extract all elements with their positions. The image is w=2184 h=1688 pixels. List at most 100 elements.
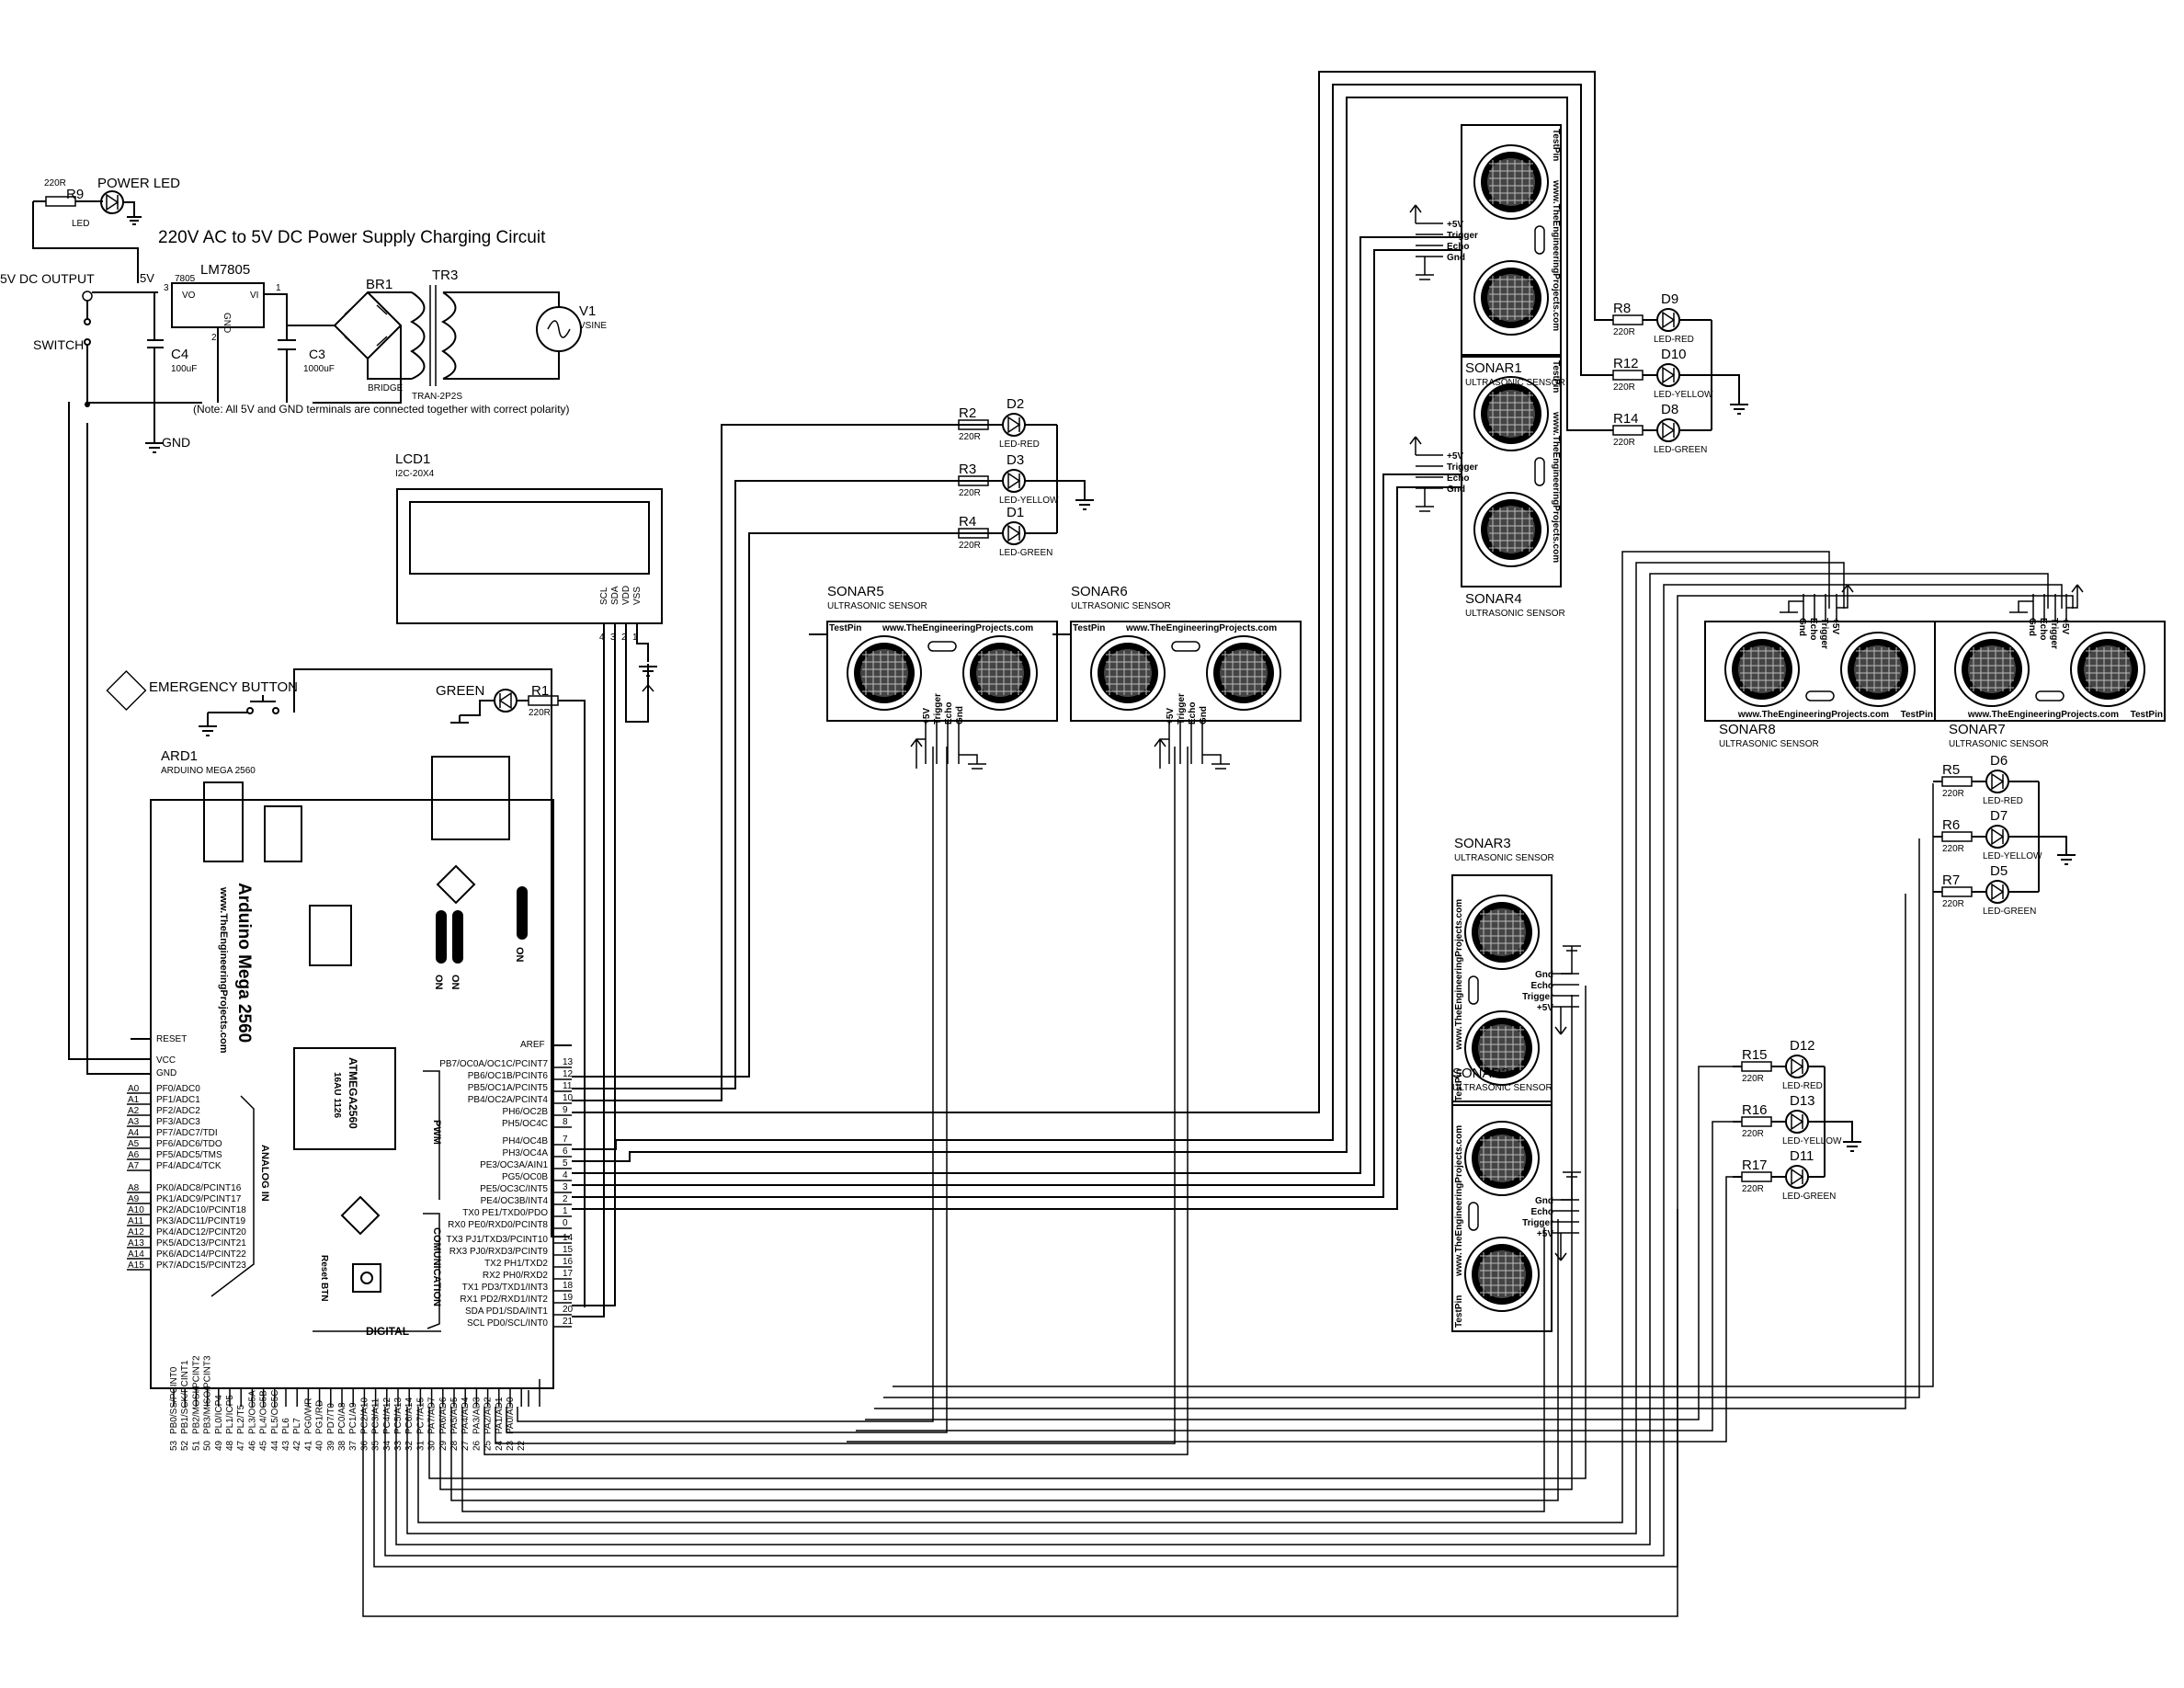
reg-vo: VO [182, 291, 196, 301]
transducer-mesh [1220, 649, 1268, 697]
chip-name: ATMEGA2560 [347, 1057, 359, 1129]
transducer-mesh [1478, 908, 1526, 956]
lcd-num-4: 4 [599, 633, 605, 643]
ground-symbol [450, 715, 469, 724]
led-diode [1785, 1165, 1809, 1189]
lcd-pin-vdd: VDD [621, 586, 631, 605]
sonar-body [1461, 356, 1562, 587]
analog-pin-label: A8 [128, 1183, 140, 1193]
resistor-value: 220R [1942, 789, 1964, 799]
sonar-crystal [1468, 1202, 1479, 1231]
reg-wire [217, 293, 288, 403]
bottom-pin-name: PA4/AD4 [461, 1397, 471, 1434]
transducer-mesh [1487, 158, 1535, 206]
lcd-sub: I2C-20X4 [395, 469, 435, 479]
green-led-symbol [498, 691, 512, 710]
lcd-num-2: 2 [621, 633, 627, 643]
emergency-button[interactable] [250, 695, 276, 702]
led-label: LED-GREEN [999, 548, 1052, 558]
bottom-pin-name: PL6 [281, 1418, 291, 1434]
c4-ref: C4 [171, 347, 188, 362]
testpin-label: TestPin [1551, 129, 1561, 161]
sonar-pin-label: Trigger [1177, 693, 1187, 724]
transducer-mesh [1487, 390, 1535, 438]
sonar-pin-label: Echo [944, 702, 954, 724]
led-symbol [1662, 311, 1676, 329]
sonar-pin-label: +5V [1537, 1003, 1553, 1013]
reg-sub: 7805 [175, 274, 196, 284]
pin-reset: RESET [156, 1034, 187, 1044]
transducer-outer [1464, 1237, 1540, 1312]
bottom-pin-name: PC2/A10 [359, 1397, 370, 1434]
bottom-pin-number: 53 [169, 1440, 179, 1451]
gnd-label: GND [162, 435, 190, 450]
switch-contact-b [84, 338, 91, 346]
wire-sonar7-a [395, 573, 2049, 1545]
reg-ref: LM7805 [200, 262, 250, 278]
led-diode [1985, 880, 2009, 904]
arduino-board [150, 799, 554, 1389]
ground-symbol [1561, 945, 1581, 975]
vcc-arrow [2066, 584, 2084, 609]
led-diode [1002, 521, 1026, 545]
digital-pin-name: RX3 PJ0/RXD3/PCINT9 [449, 1247, 549, 1257]
wire-sonar6-trig [495, 747, 1176, 1444]
digital-pin-number: 20 [563, 1305, 574, 1315]
lcd-ref: LCD1 [395, 451, 430, 467]
led-diode [1985, 825, 2009, 849]
transducer-outer [1473, 492, 1549, 567]
tr3-ref: TR3 [432, 268, 458, 283]
led-common-wire [1711, 320, 1740, 430]
digital-pin-number: 8 [563, 1117, 568, 1127]
sonar-pin-label: Echo [1447, 242, 1469, 252]
bottom-pin-number: 32 [404, 1440, 415, 1451]
vcc-wire [32, 201, 139, 283]
bottom-pin-number: 23 [506, 1440, 516, 1451]
wire-sonar5-trig [517, 747, 934, 1422]
transducer-mesh [1738, 645, 1786, 693]
transducer-mesh [1487, 274, 1535, 322]
ard-sub: ARDUINO MEGA 2560 [161, 766, 256, 776]
bottom-pin-name: PC5/A13 [393, 1397, 404, 1434]
arduino-gnd-wire [86, 423, 151, 1075]
transducer-mesh [1854, 645, 1902, 693]
digital-pin-number: 5 [563, 1158, 568, 1169]
analog-pin-label: A6 [128, 1150, 140, 1160]
resistor-ref: R2 [959, 405, 976, 421]
sonar-pin-label: Trigger [933, 693, 943, 724]
analog-pin-name: PK2/ADC10/PCINT18 [156, 1205, 246, 1215]
sonar-url: www.TheEngineeringProjects.com [1125, 623, 1277, 633]
ground-symbol [1416, 257, 1434, 280]
reset-button[interactable] [352, 1263, 381, 1293]
ground-symbol [2057, 854, 2076, 865]
wire-r1-yellow [572, 84, 1604, 1150]
transformer-core [429, 285, 437, 386]
transducer-mesh [1478, 1250, 1526, 1298]
led-ref: D2 [1007, 396, 1024, 412]
sonar-ref: SONAR2 [1452, 1066, 1509, 1081]
digital-pin-name: TX1 PD3/TXD1/INT3 [462, 1283, 549, 1293]
ground-symbol [2009, 600, 2033, 613]
wire-r2-green [874, 894, 1906, 1409]
analog-pin-name: PK6/ADC14/PCINT22 [156, 1249, 246, 1260]
button-contact-a [246, 707, 254, 714]
resistor-value: 220R [959, 432, 981, 442]
bottom-pin-number: 25 [483, 1440, 494, 1451]
transformer-primary [409, 291, 426, 380]
transformer-wire [443, 291, 560, 380]
analog-pin-name: PK1/ADC9/PCINT17 [156, 1194, 242, 1204]
switch-b [452, 910, 463, 964]
digital-pin-name: SDA PD1/SDA/INT1 [465, 1306, 548, 1317]
digital-pin-number: 0 [563, 1218, 568, 1228]
sonar-sub: ULTRASONIC SENSOR [1465, 609, 1565, 619]
analog-pin-name: PK0/ADC8/PCINT16 [156, 1183, 242, 1193]
led-ref: D1 [1007, 505, 1024, 520]
led-ref: D6 [1990, 753, 2008, 769]
c3-ref: C3 [309, 347, 325, 361]
digital-pin-number: 13 [563, 1057, 574, 1067]
sonar-url: www.TheEngineeringProjects.com [1737, 710, 1889, 720]
bottom-pin-number: 26 [472, 1440, 482, 1451]
analog-pin-name: PF0/ADC0 [156, 1084, 200, 1094]
